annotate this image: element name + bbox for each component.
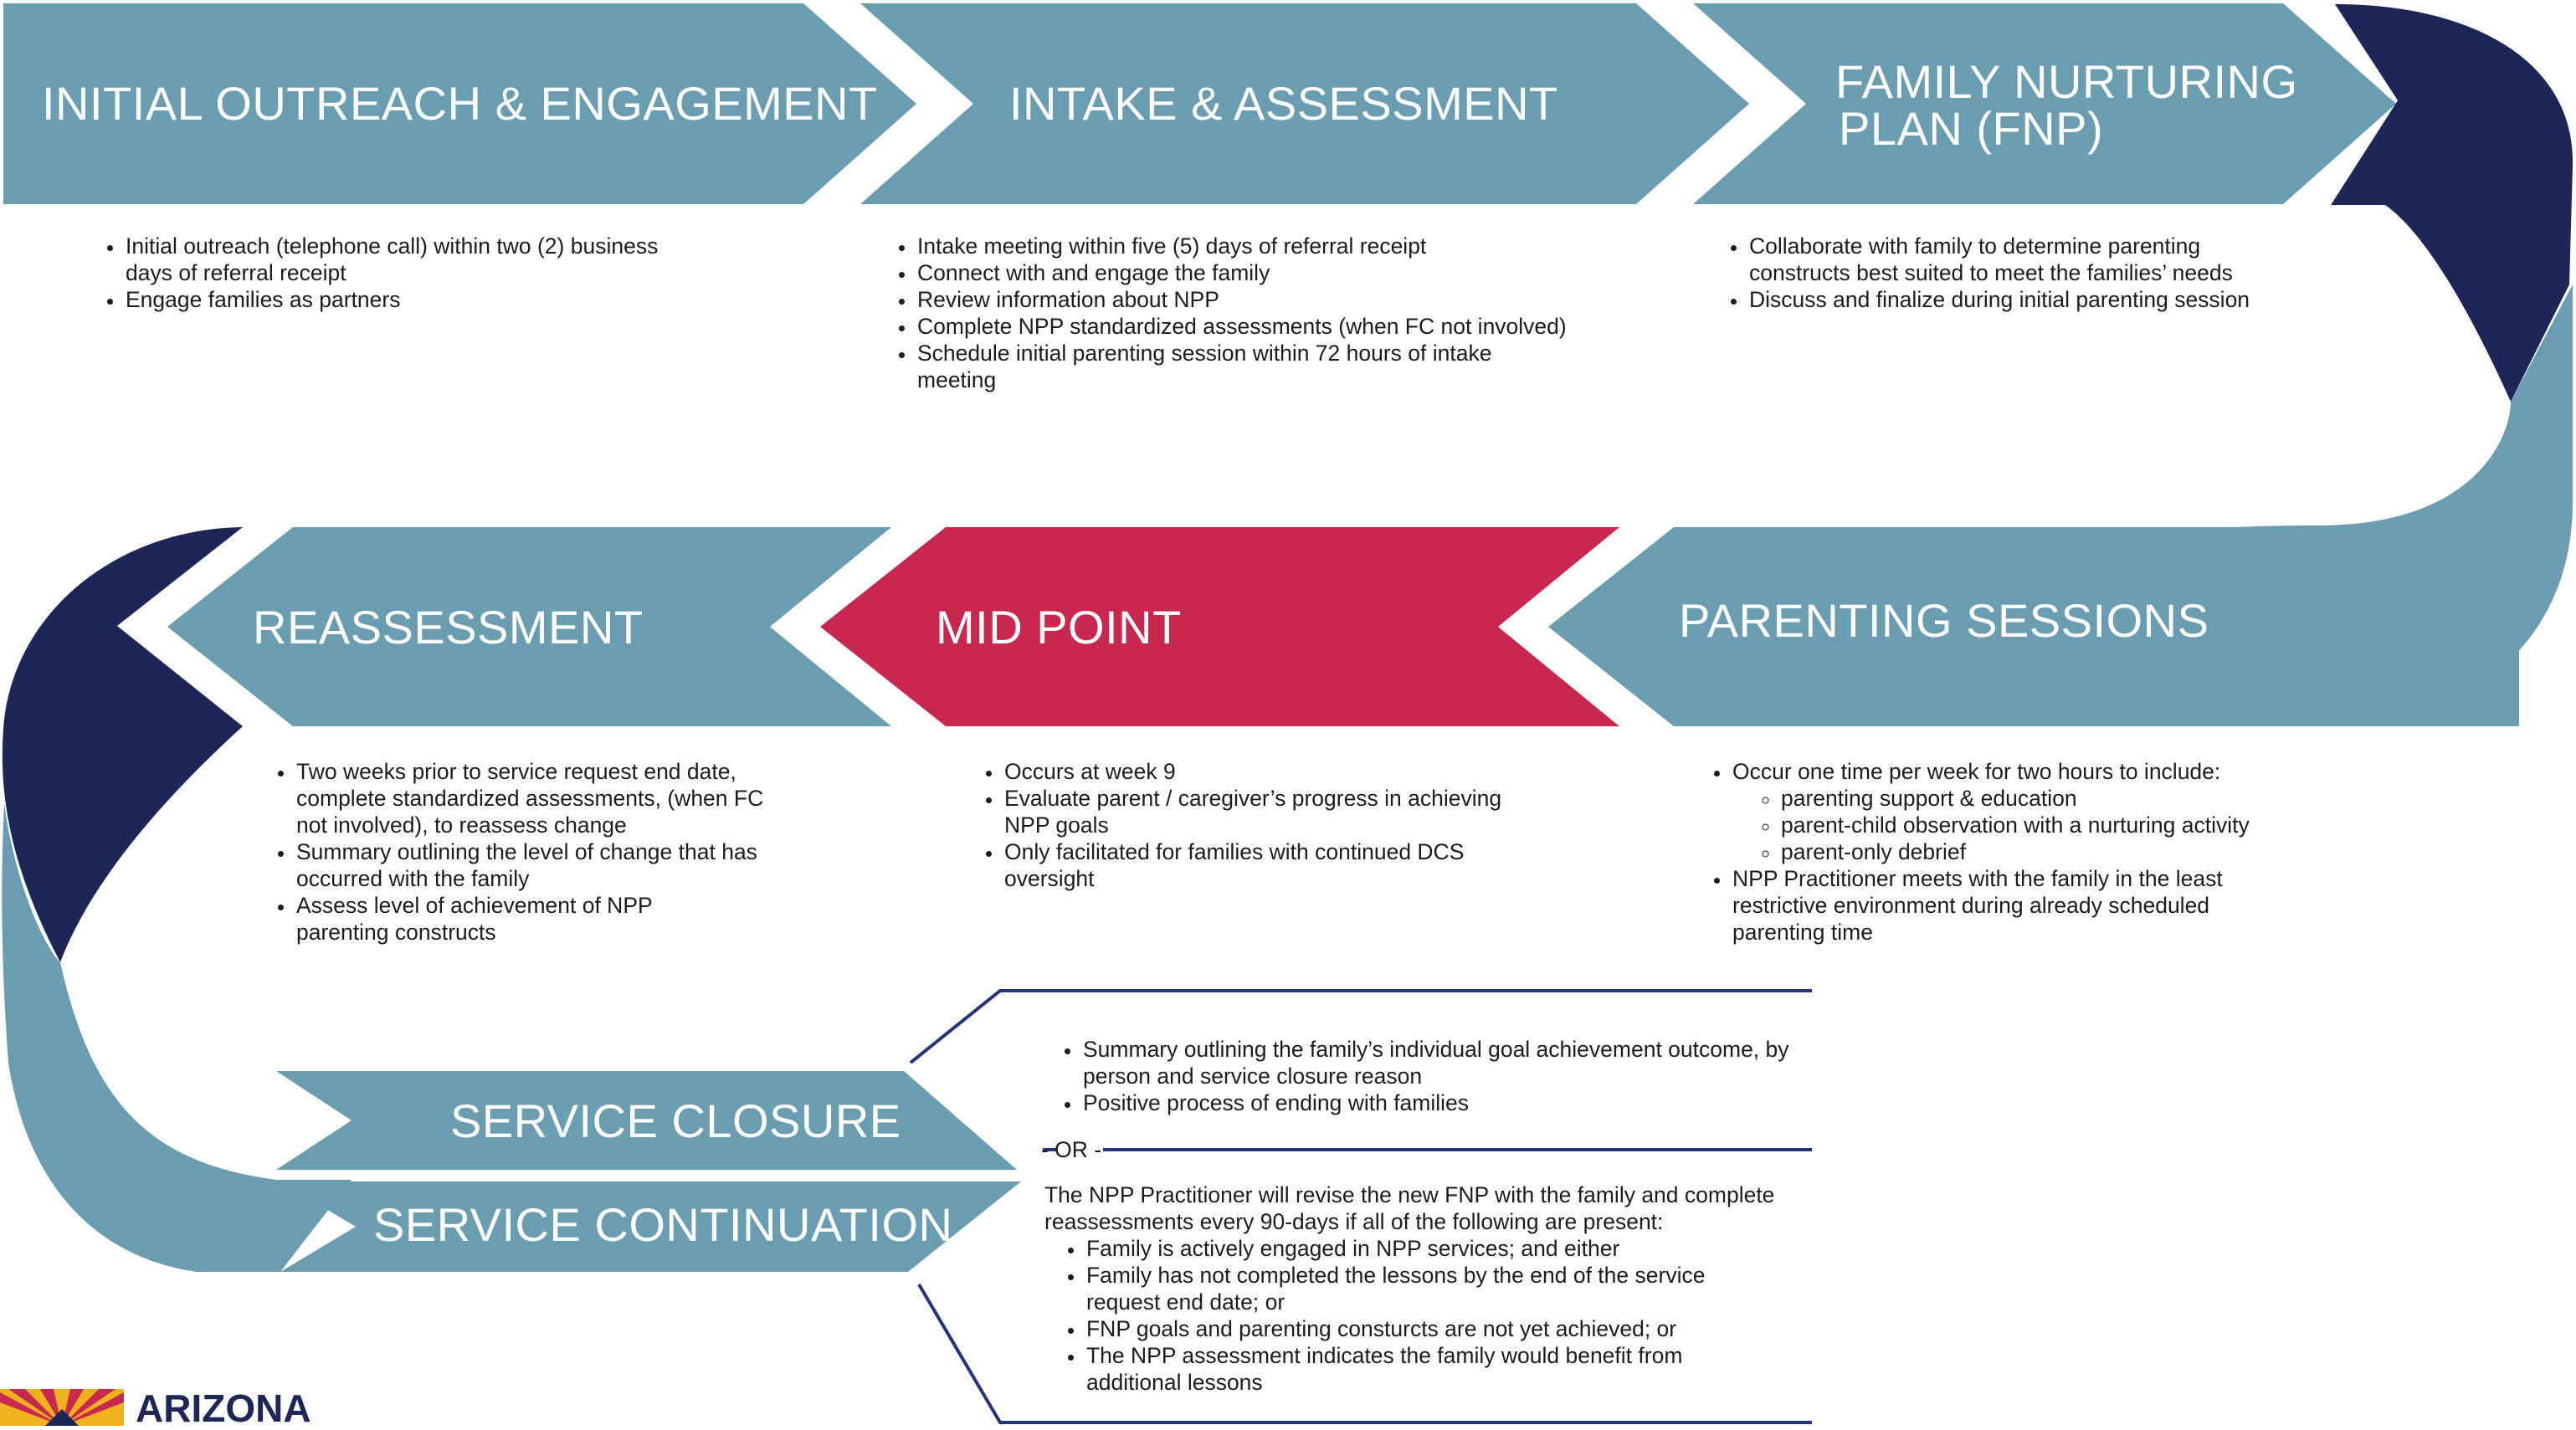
- connector-navy-top: [2331, 4, 2573, 402]
- step-title-family-nurturing-plan-line1: FAMILY NURTURING: [1835, 55, 2298, 108]
- sub-list-item: parent-only debrief: [1779, 838, 2367, 865]
- connector-navy-left: [2, 527, 244, 962]
- list-item: Evaluate parent / caregiver’s progress i…: [1003, 785, 1523, 838]
- list-item: Review information about NPP: [916, 286, 1686, 313]
- sub-list-item: parenting support & education: [1779, 785, 2367, 812]
- list-item: Occur one time per week for two hours to…: [1731, 758, 2367, 865]
- list-item: Summary outlining the family’s individua…: [1081, 1036, 1819, 1089]
- intake-bullet-list: Intake meeting within five (5) days of r…: [875, 233, 1686, 393]
- arizona-flag-icon: [0, 1389, 124, 1426]
- continuation-bullet-list: Family is actively engaged in NPP servic…: [1044, 1235, 1821, 1396]
- connector-teal-left: [2, 803, 352, 1272]
- parenting-sub-list: parenting support & education parent-chi…: [1732, 785, 2367, 865]
- step-title-parenting-sessions: PARENTING SESSIONS: [1679, 594, 2209, 647]
- reassessment-bullet-list: Two weeks prior to service request end d…: [254, 758, 813, 946]
- list-item: Summary outlining the level of change th…: [295, 838, 765, 892]
- list-item: Occurs at week 9: [1003, 758, 1555, 785]
- arrow-parenting-sessions: [1548, 527, 2519, 726]
- arrow-mid-point: [820, 527, 1619, 726]
- closure-bullet-list: Summary outlining the family’s individua…: [1041, 1036, 1851, 1116]
- step-title-service-closure: SERVICE CLOSURE: [450, 1094, 901, 1147]
- arrow-reassessment: [167, 527, 891, 726]
- parenting-bullet-list: Occur one time per week for two hours to…: [1691, 758, 2367, 946]
- list-item: Discuss and finalize during initial pare…: [1747, 286, 2317, 313]
- list-item: Assess level of achievement of NPP paren…: [295, 892, 681, 946]
- list-item: Only facilitated for families with conti…: [1003, 838, 1473, 892]
- continuation-intro: The NPP Practitioner will revise the new…: [1044, 1182, 1775, 1234]
- arrow-service-continuation: [280, 1181, 1021, 1272]
- arrow-intake-assessment: [860, 3, 1749, 204]
- list-item: Family has not completed the lessons by …: [1085, 1262, 1773, 1315]
- arrow-initial-outreach: [3, 3, 916, 204]
- list-item: Intake meeting within five (5) days of r…: [916, 233, 1686, 259]
- arrow-family-nurturing-plan: [1693, 3, 2396, 204]
- list-item: Initial outreach (telephone call) within…: [124, 233, 659, 286]
- outreach-bullet-list: Initial outreach (telephone call) within…: [84, 233, 659, 313]
- list-item: Two weeks prior to service request end d…: [295, 758, 782, 838]
- step-title-reassessment: REASSESSMENT: [253, 601, 644, 653]
- bracket-line-top: [909, 989, 1812, 1064]
- step-title-service-continuation: SERVICE CONTINUATION: [373, 1198, 953, 1251]
- arizona-logo-text: ARIZONA: [136, 1386, 311, 1430]
- step-title-initial-outreach: INITIAL OUTREACH & ENGAGEMENT: [42, 77, 878, 130]
- list-item: Complete NPP standardized assessments (w…: [916, 313, 1686, 340]
- list-item: Family is actively engaged in NPP servic…: [1085, 1235, 1821, 1262]
- bracket-line-bottom: [917, 1283, 1812, 1424]
- list-item: FNP goals and parenting consturcts are n…: [1085, 1315, 1821, 1342]
- list-item-text: Occur one time per week for two hours to…: [1732, 759, 2221, 784]
- list-item: Positive process of ending with families: [1081, 1089, 1851, 1116]
- list-item: Engage families as partners: [124, 286, 659, 313]
- list-item: NPP Practitioner meets with the family i…: [1731, 865, 2268, 946]
- midpoint-bullet-list: Occurs at week 9 Evaluate parent / careg…: [962, 758, 1555, 892]
- or-label: - OR -: [1041, 1137, 1102, 1162]
- step-title-family-nurturing-plan-line2: PLAN (FNP): [1839, 102, 2104, 155]
- step-title-intake-assessment: INTAKE & ASSESSMENT: [1009, 77, 1558, 130]
- arrow-service-closure: [276, 1071, 1017, 1170]
- list-item: Collaborate with family to determine par…: [1747, 233, 2268, 286]
- fnp-bullet-list: Collaborate with family to determine par…: [1707, 233, 2317, 313]
- list-item: Connect with and engage the family: [916, 259, 1686, 286]
- list-item: The NPP assessment indicates the family …: [1085, 1342, 1773, 1396]
- step-title-mid-point: MID POINT: [936, 601, 1182, 653]
- sub-list-item: parent-child observation with a nurturin…: [1779, 812, 2367, 838]
- list-item: Schedule initial parenting session withi…: [916, 340, 1503, 393]
